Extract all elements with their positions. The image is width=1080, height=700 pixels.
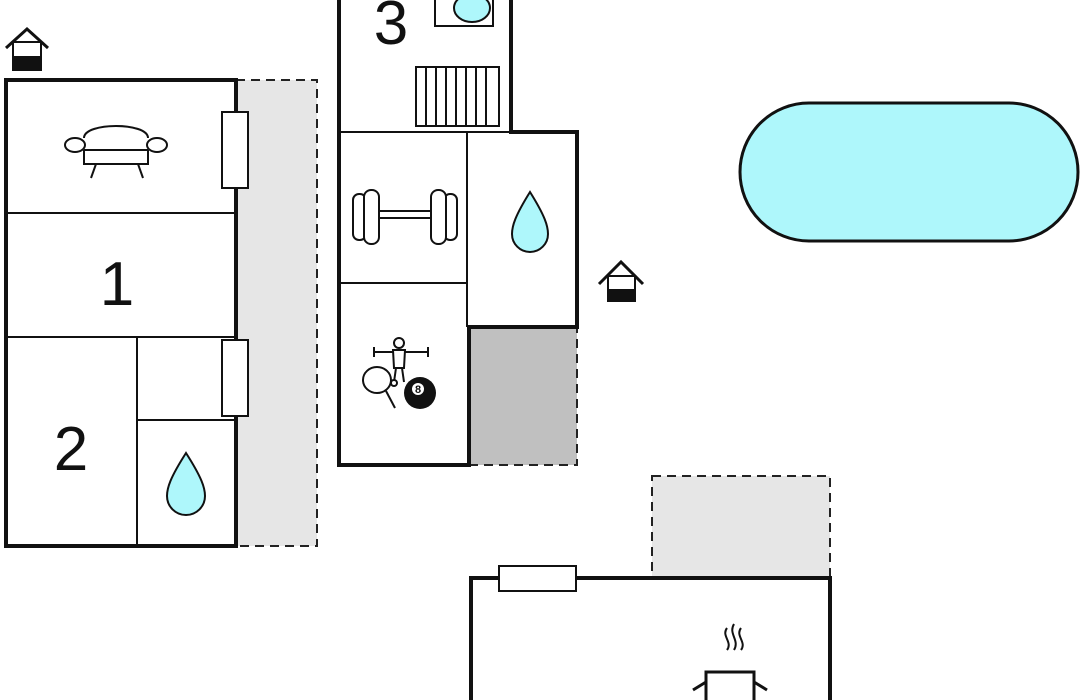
bathroom-drop-icon [165, 451, 207, 516]
window-upper [221, 111, 249, 189]
room-2-number: 2 [54, 415, 88, 484]
table-football-icon [373, 337, 429, 383]
stairs-icon [415, 66, 500, 127]
garage-area [468, 326, 578, 466]
room-3-number: 3 [374, 0, 408, 58]
sofa-icon [64, 125, 168, 179]
table-tennis-icon [362, 366, 398, 409]
billiard-ball-number: 8 [415, 384, 421, 396]
window-lower [221, 339, 249, 417]
entrance-icon [4, 26, 50, 71]
middle-building-outline [337, 0, 579, 467]
room-1-number: 1 [100, 250, 134, 319]
fitness-dumbbell-icon [352, 189, 458, 245]
window-bottom [498, 565, 577, 592]
left-building: 1 2 [4, 78, 318, 548]
shower-drop-icon [510, 190, 550, 253]
left-building-outline [4, 78, 238, 548]
pool-icon [738, 101, 1080, 243]
middle-building: 3 [337, 0, 579, 467]
kitchen-pot-icon [692, 623, 768, 700]
entrance-icon [597, 259, 645, 302]
bottom-building [469, 475, 832, 700]
bottom-building-outline [469, 576, 832, 700]
bottom-terrace [651, 475, 831, 579]
billiard-ball-icon: 8 [404, 377, 436, 409]
washbasin-icon [434, 0, 494, 27]
